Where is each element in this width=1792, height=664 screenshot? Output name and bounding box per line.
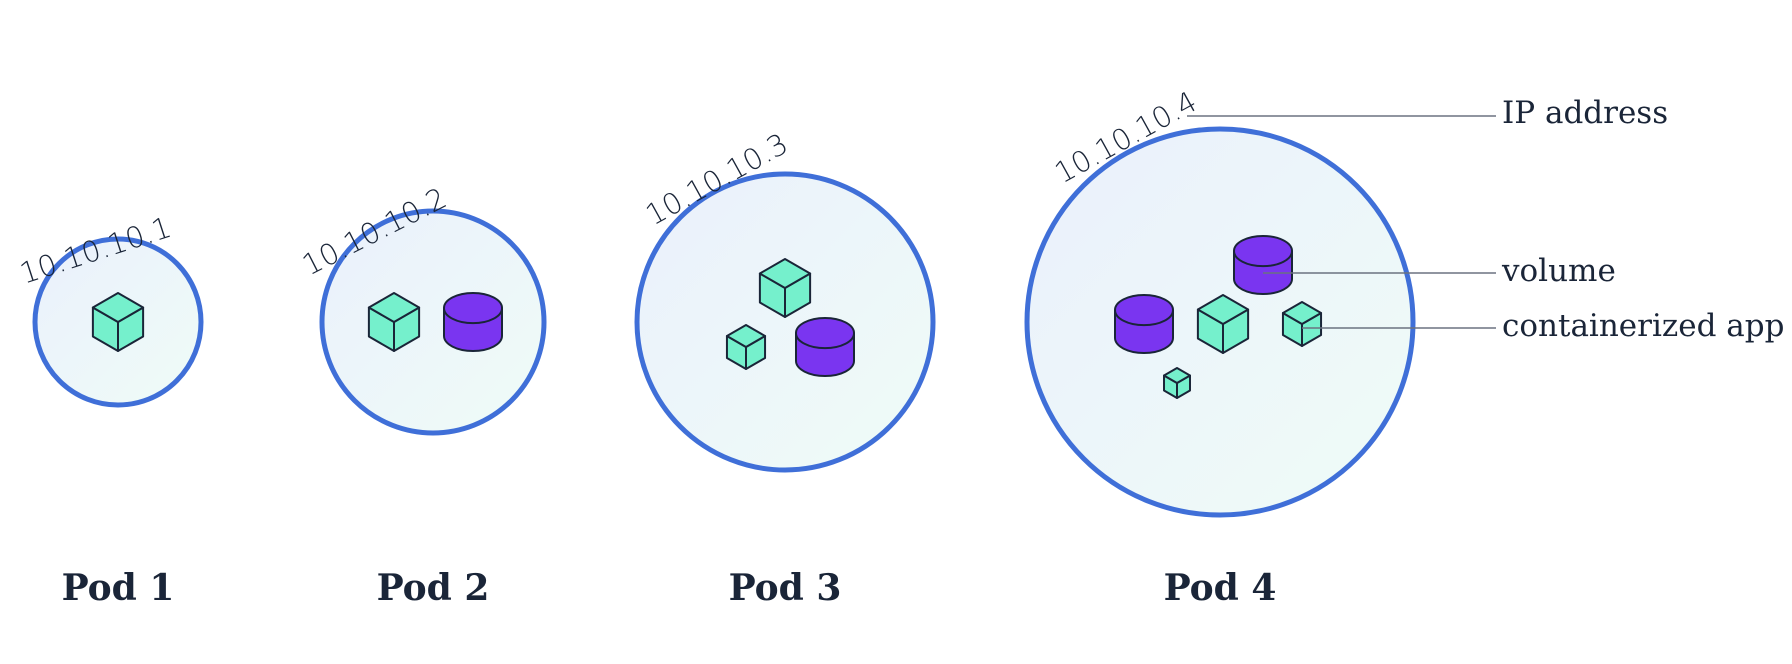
container-cube-icon	[1281, 301, 1323, 347]
container-cube-icon	[725, 324, 767, 370]
container-cube-icon	[367, 292, 421, 352]
legend-containerized-app: containerized app	[1502, 308, 1784, 344]
legend-ip-address: IP address	[1502, 95, 1668, 131]
container-cube-icon	[1196, 294, 1250, 354]
legend-volume: volume	[1501, 253, 1616, 289]
pod-4: 10.10.10.4 Pod 4	[1024, 84, 1416, 609]
pod-2: 10.10.10.2 Pod 2	[297, 181, 547, 609]
pod-1: 10.10.10.1 Pod 1	[16, 210, 204, 609]
container-cube-icon	[1163, 367, 1191, 399]
pod-2-boundary	[319, 208, 547, 436]
container-cube-icon	[758, 258, 812, 318]
pod-2-label: Pod 2	[377, 567, 490, 609]
container-cube-icon	[91, 292, 145, 352]
pod-3: 10.10.10.3 Pod 3	[634, 126, 936, 609]
pod-4-label: Pod 4	[1164, 567, 1277, 609]
pod-1-label: Pod 1	[62, 567, 175, 609]
volume-cylinder-icon	[1233, 235, 1293, 295]
legend: IP address volume containerized app	[1187, 95, 1784, 344]
volume-cylinder-icon	[795, 317, 855, 377]
pod-3-label: Pod 3	[729, 567, 842, 609]
volume-cylinder-icon	[1114, 294, 1174, 354]
volume-cylinder-icon	[443, 292, 503, 352]
pod-3-boundary	[634, 171, 936, 473]
